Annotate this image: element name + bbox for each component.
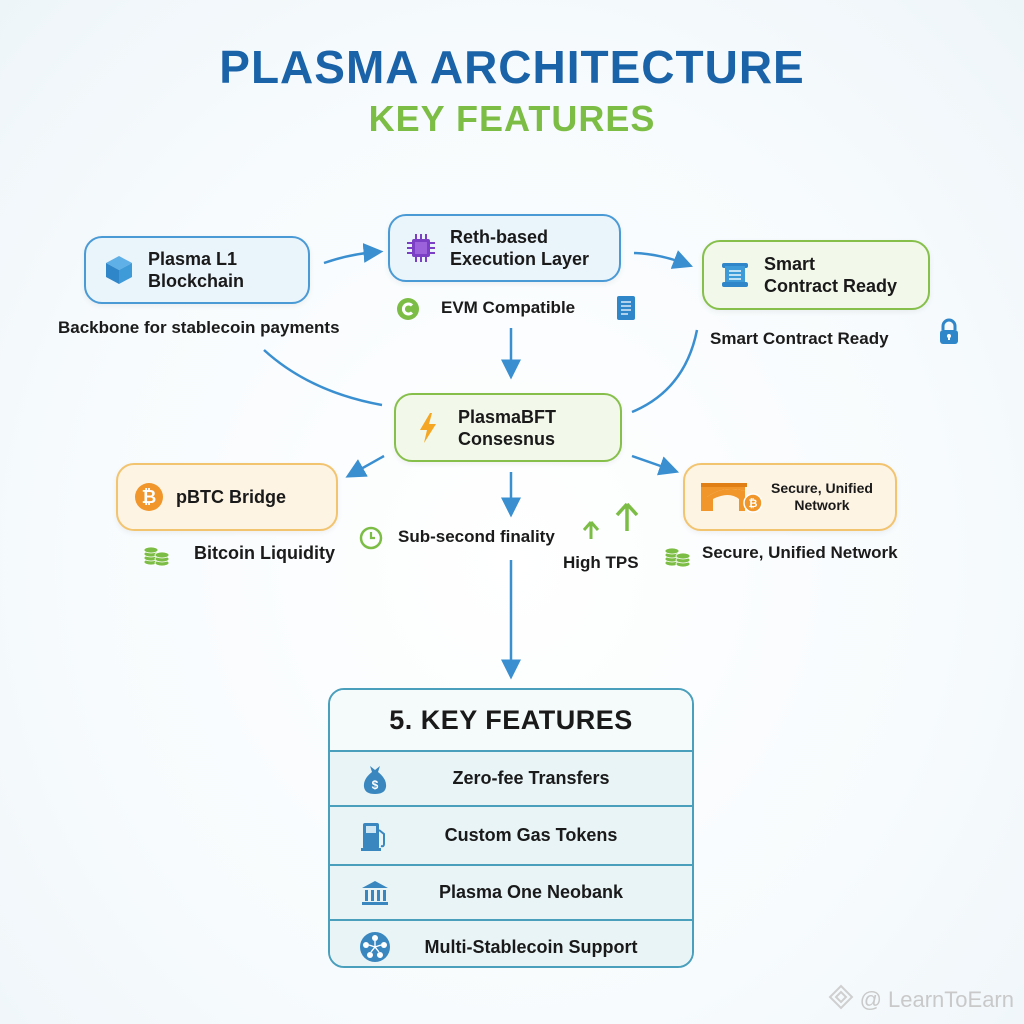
features-panel: 5. KEY FEATURES $ Zero-fee Transfers Cus…	[328, 688, 694, 968]
arrow-reth-to-smart	[633, 250, 694, 269]
watermark: @ LearnToEarn	[828, 984, 1014, 1016]
caption-smart-contract: Smart Contract Ready	[710, 329, 889, 348]
scroll-icon	[614, 294, 638, 327]
chip-icon	[406, 233, 436, 263]
svg-text:$: $	[372, 778, 379, 792]
svg-text:₿: ₿	[749, 498, 758, 510]
arrow-up-large-icon	[614, 502, 640, 537]
node-pbtc-line1: pBTC Bridge	[176, 487, 286, 507]
feature-label: Custom Gas Tokens	[444, 825, 618, 845]
caption-evm-compatible: EVM Compatible	[441, 298, 576, 317]
bridge-bitcoin-icon: ₿	[699, 481, 765, 513]
caption-bitcoin-liquidity: Bitcoin Liquidity	[194, 543, 335, 563]
annotation-high-tps: High TPS	[563, 553, 639, 572]
money-bag-icon: $	[358, 762, 392, 796]
page-subtitle: KEY FEATURES	[368, 98, 656, 139]
lock-icon	[938, 318, 960, 351]
node-reth-execution: Reth-based Execution Layer	[388, 214, 621, 282]
feature-row: $ Zero-fee Transfers	[330, 752, 692, 807]
curve-smart-to-bft	[631, 329, 699, 414]
node-plasma-l1-line1: Plasma L1	[148, 249, 238, 269]
bank-icon	[358, 876, 392, 910]
arrow-bft-to-pbtc	[345, 454, 385, 478]
coins-icon	[663, 543, 691, 574]
node-smart-line2: Contract Ready	[764, 276, 898, 296]
cube-icon	[104, 254, 134, 286]
node-plasmabft: PlasmaBFT Consesnus	[394, 393, 622, 462]
caption-plasma-l1: Backbone for stablecoin payments	[58, 318, 340, 337]
node-plasma-l1-line2: Blockchain	[148, 271, 245, 291]
clock-icon	[359, 526, 383, 555]
page-title: PLASMA ARCHITECTURE	[219, 41, 805, 93]
node-smart-contract: Smart Contract Ready	[702, 240, 930, 310]
feature-label: Zero-fee Transfers	[452, 768, 610, 788]
curve-l1-to-bft	[263, 349, 383, 407]
scroll-icon	[720, 260, 750, 290]
lightning-icon	[418, 412, 438, 444]
stablecoin-network-icon	[358, 930, 392, 964]
svg-text:₿: ₿	[142, 487, 157, 507]
feature-row: Plasma One Neobank	[330, 866, 692, 921]
watermark-text: @ LearnToEarn	[859, 987, 1014, 1012]
node-secure-network: ₿ Secure, Unified Network	[683, 463, 897, 531]
binance-logo-icon	[828, 984, 854, 1016]
node-smart-line1: Smart	[764, 254, 816, 274]
feature-label: Multi-Stablecoin Support	[424, 936, 638, 957]
node-secure-line2: Network	[794, 497, 850, 513]
arrow-bft-to-secure	[631, 454, 680, 476]
node-reth-line1: Reth-based	[450, 227, 549, 247]
feature-label: Plasma One Neobank	[438, 882, 624, 902]
caption-secure-network: Secure, Unified Network	[702, 543, 898, 562]
features-panel-title: 5. KEY FEATURES	[330, 690, 692, 752]
bitcoin-icon: ₿	[134, 482, 164, 512]
c-badge-icon	[396, 297, 420, 326]
coins-icon	[142, 542, 170, 573]
arrow-l1-to-reth	[323, 242, 384, 265]
node-plasma-l1: Plasma L1 Blockchain	[84, 236, 310, 304]
node-pbtc-bridge: ₿ pBTC Bridge	[116, 463, 338, 531]
annotation-finality: Sub-second finality	[398, 527, 555, 546]
node-reth-line2: Execution Layer	[450, 249, 590, 269]
feature-row: Multi-Stablecoin Support	[330, 921, 692, 966]
gas-pump-icon	[358, 819, 392, 853]
feature-row: Custom Gas Tokens	[330, 807, 692, 866]
node-secure-line1: Secure, Unified	[771, 480, 873, 496]
arrow-up-small-icon	[582, 520, 600, 545]
node-bft-line2: Consesnus	[458, 428, 556, 449]
node-bft-line1: PlasmaBFT	[458, 406, 557, 427]
